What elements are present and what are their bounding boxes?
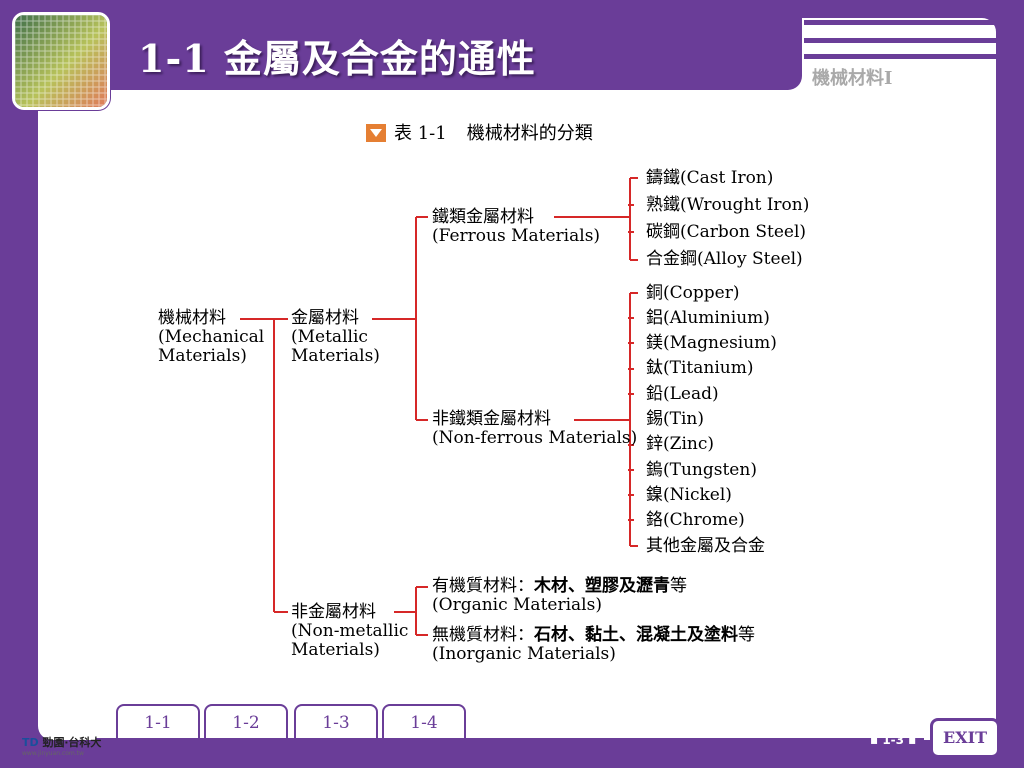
- ferrous-item: 合金鋼(Alloy Steel): [646, 249, 803, 269]
- nonferrous-item: 鎢(Tungsten): [646, 460, 757, 480]
- tab-1-3[interactable]: 1-3: [294, 704, 378, 740]
- organic-prefix: 有機質材料：: [432, 576, 534, 596]
- node-label-zh: 非鐵類金屬材料: [432, 409, 551, 429]
- node-label-en: (Metallic: [291, 327, 368, 347]
- node-label-en: Materials): [158, 346, 247, 366]
- table-caption: 表 1-1 機械材料的分類: [366, 119, 593, 145]
- footer-bar: [96, 738, 924, 744]
- nonferrous-item: 鎳(Nickel): [646, 485, 732, 505]
- content-panel: [38, 18, 996, 740]
- nonferrous-item: 鈦(Titanium): [646, 358, 754, 378]
- caption-marker-icon: [366, 124, 386, 142]
- header-bar: [10, 6, 802, 90]
- node-ferrous-materials: 鐵類金屬材料 (Ferrous Materials): [432, 208, 600, 246]
- course-subject-label: 機械材料I: [812, 68, 893, 89]
- publisher-logo: TD 勁園‧台科大 www.jinyuan.com.tw: [22, 736, 102, 757]
- nonferrous-item: 鋁(Aluminium): [646, 308, 770, 328]
- publisher-name: 勁園‧台科大: [42, 736, 102, 749]
- page-number-text: 1-3: [882, 733, 904, 747]
- node-label-en: Materials): [291, 640, 380, 660]
- publisher-url: www.jinyuan.com.tw: [22, 750, 84, 757]
- node-label-en: (Non-ferrous Materials): [432, 428, 638, 448]
- node-nonmetallic-materials: 非金屬材料 (Non-metallic Materials): [291, 603, 408, 660]
- nonferrous-item: 鉻(Chrome): [646, 510, 745, 530]
- header-stripe: [804, 20, 996, 25]
- tab-1-2[interactable]: 1-2: [204, 704, 288, 740]
- node-label-en: (Non-metallic: [291, 621, 409, 641]
- node-label-zh: 金屬材料: [291, 308, 359, 328]
- page-number: ▪ 1-3 ▪: [870, 733, 917, 747]
- nonferrous-item: 鋅(Zinc): [646, 434, 714, 454]
- organic-suffix: 等: [670, 576, 687, 596]
- page-title: 1-1 金屬及合金的通性: [138, 36, 536, 81]
- tab-1-1[interactable]: 1-1: [116, 704, 200, 740]
- header-stripe: [804, 54, 996, 59]
- node-inorganic-materials: 無機質材料：石材、黏土、混凝土及塗料等 (Inorganic Materials…: [432, 626, 755, 664]
- inorganic-suffix: 等: [738, 625, 755, 645]
- node-label-zh: 鐵類金屬材料: [432, 207, 534, 227]
- node-label-en: (Inorganic Materials): [432, 644, 616, 664]
- chapter-thumbnail-image: [12, 12, 110, 110]
- nonferrous-item: 鉛(Lead): [646, 384, 719, 404]
- exit-button[interactable]: EXIT: [930, 718, 1000, 758]
- tab-1-4[interactable]: 1-4: [382, 704, 466, 740]
- node-label-en: Materials): [291, 346, 380, 366]
- node-mechanical-materials: 機械材料 (Mechanical Materials): [158, 309, 264, 366]
- node-nonferrous-materials: 非鐵類金屬材料 (Non-ferrous Materials): [432, 410, 637, 448]
- ferrous-item: 碳鋼(Carbon Steel): [646, 222, 807, 242]
- node-label-zh: 非金屬材料: [291, 602, 376, 622]
- table-caption-text: 機械材料的分類: [466, 123, 593, 144]
- node-metallic-materials: 金屬材料 (Metallic Materials): [291, 309, 380, 366]
- node-label-en: (Ferrous Materials): [432, 226, 601, 246]
- node-label-zh: 機械材料: [158, 308, 226, 328]
- nonferrous-item: 銅(Copper): [646, 283, 740, 303]
- organic-examples: 木材、塑膠及瀝青: [534, 576, 670, 596]
- nonferrous-item: 鎂(Magnesium): [646, 333, 777, 353]
- ferrous-item: 熟鐵(Wrought Iron): [646, 195, 810, 215]
- ferrous-item: 鑄鐵(Cast Iron): [646, 168, 774, 188]
- node-organic-materials: 有機質材料：木材、塑膠及瀝青等 (Organic Materials): [432, 577, 687, 615]
- table-number: 表 1-1: [394, 123, 447, 144]
- node-label-en: (Mechanical: [158, 327, 265, 347]
- inorganic-prefix: 無機質材料：: [432, 625, 534, 645]
- nonferrous-item: 錫(Tin): [646, 409, 704, 429]
- header-stripe: [804, 38, 996, 43]
- inorganic-examples: 石材、黏土、混凝土及塗料: [534, 625, 738, 645]
- node-label-en: (Organic Materials): [432, 595, 602, 615]
- nonferrous-item: 其他金屬及合金: [646, 536, 765, 556]
